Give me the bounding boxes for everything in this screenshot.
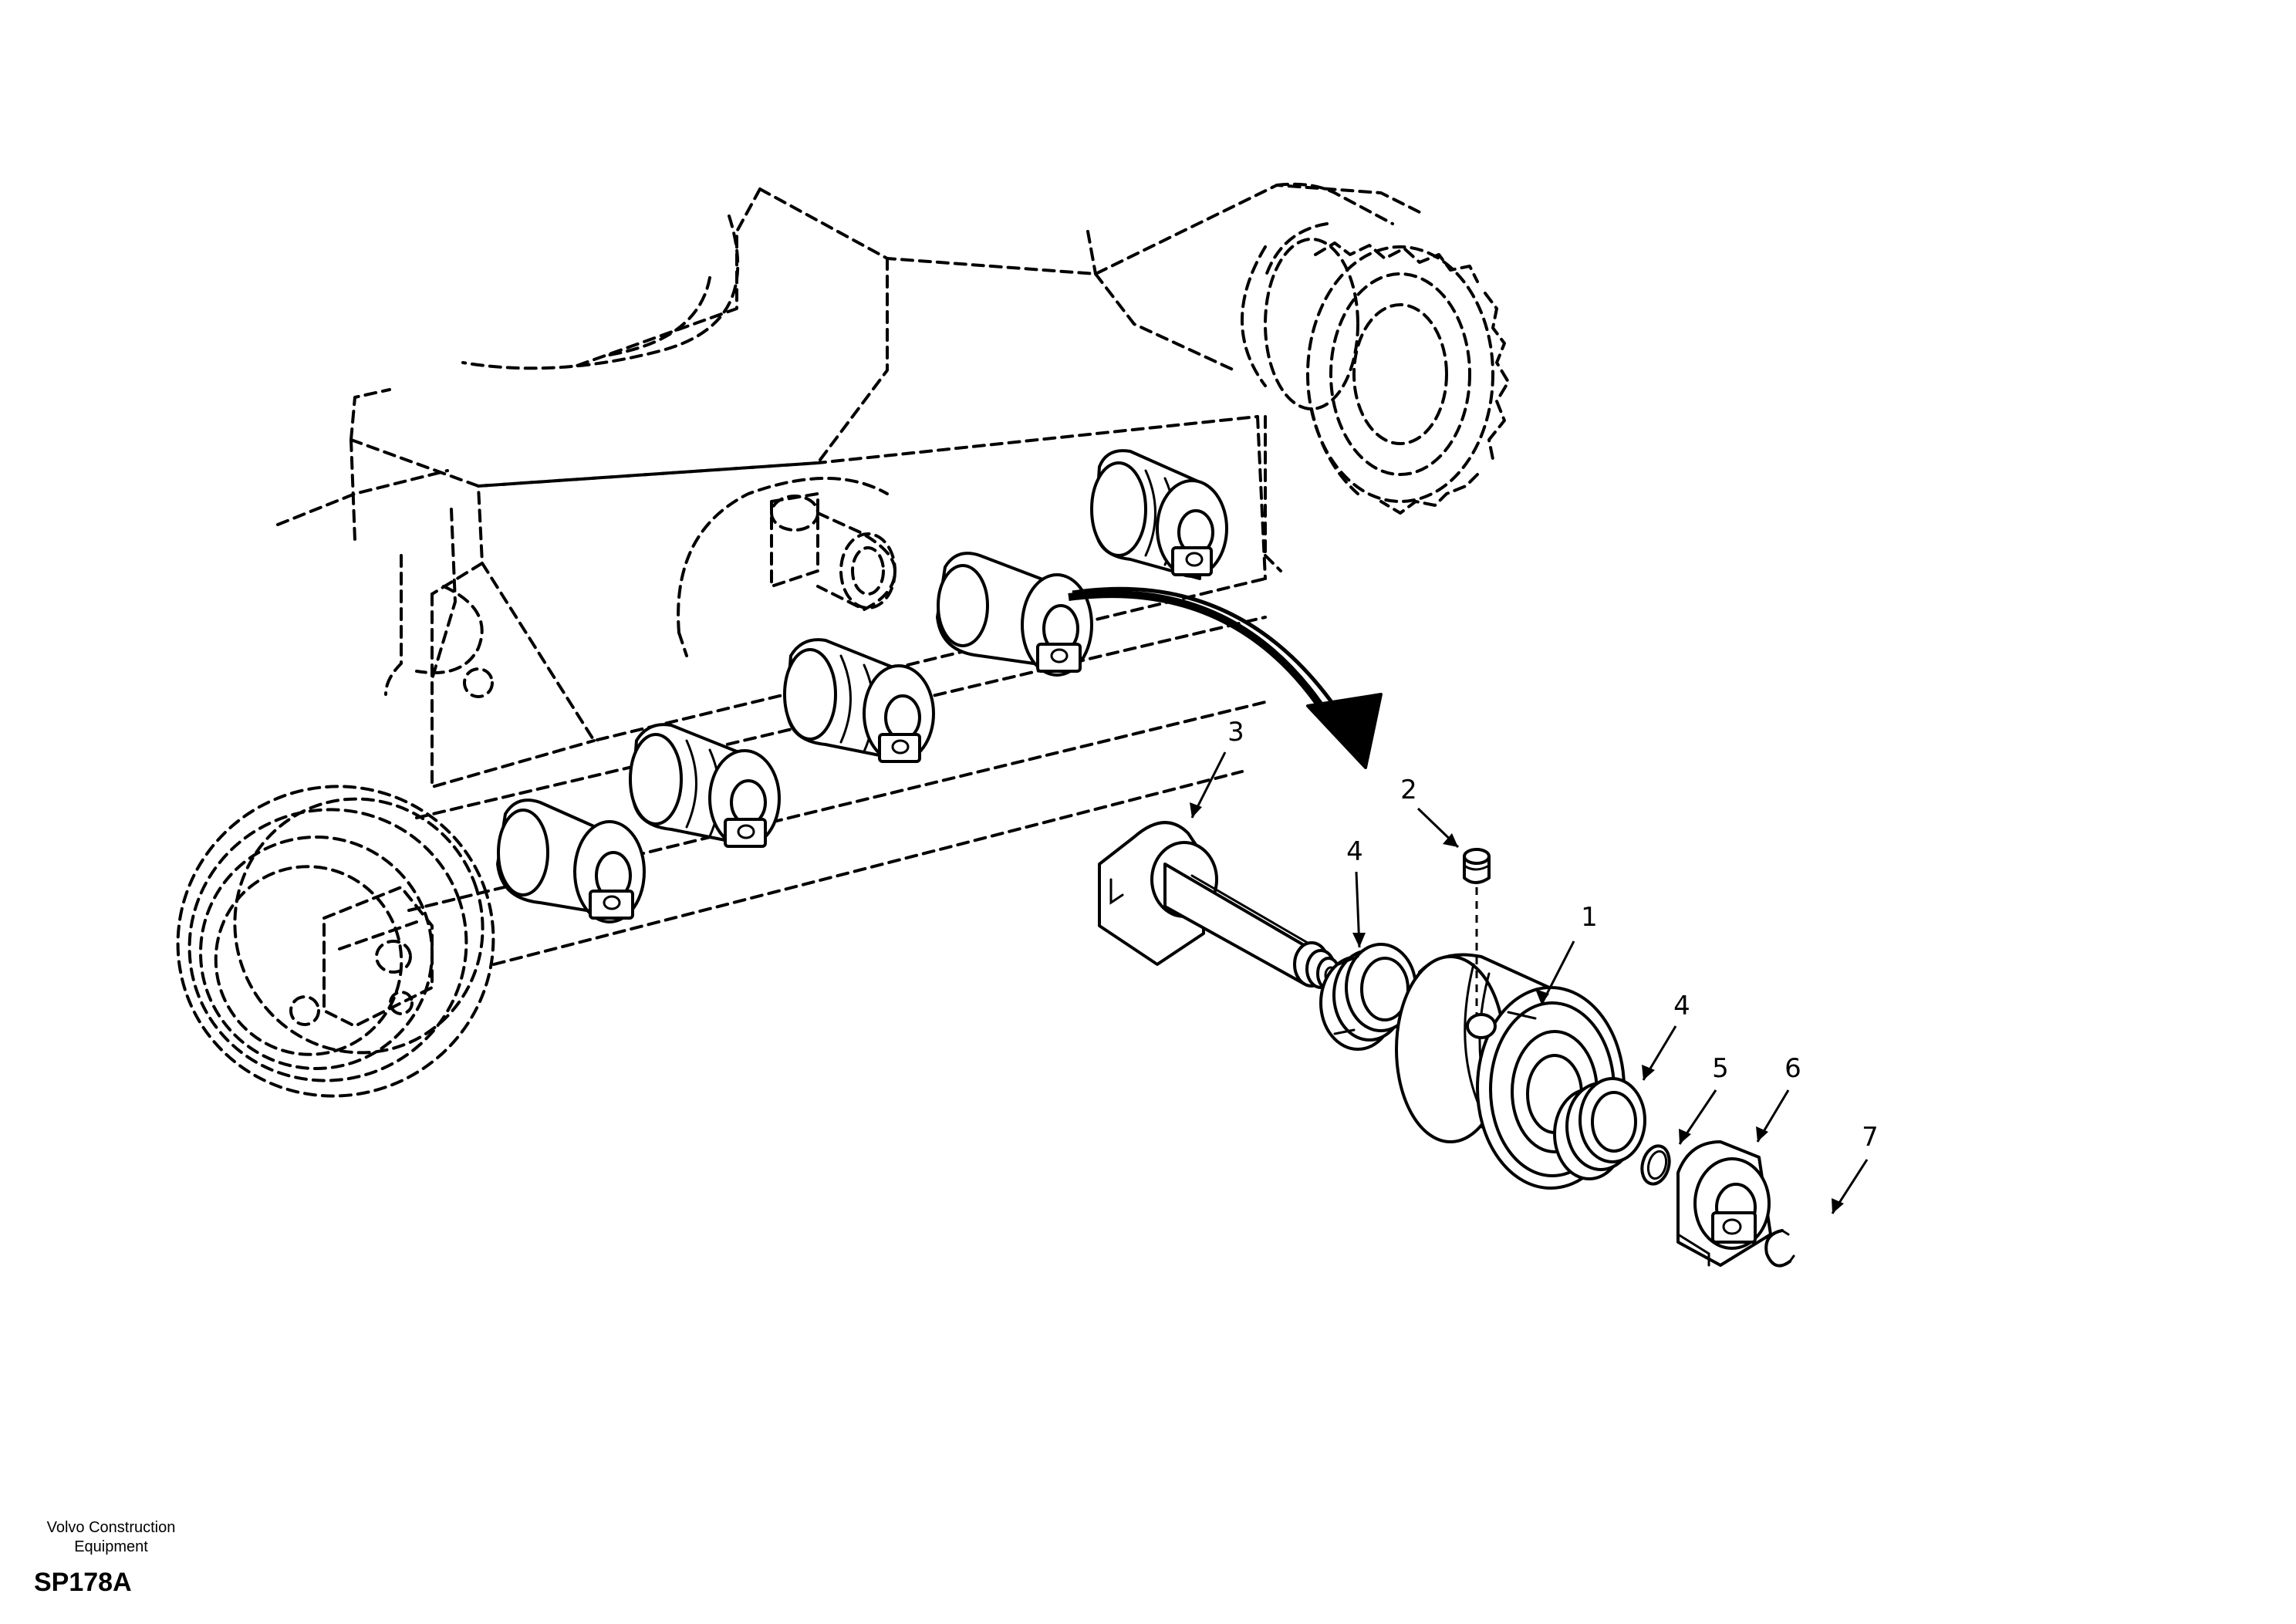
callout-7: 7 bbox=[1862, 1122, 1879, 1153]
part-4-seal-left bbox=[1319, 943, 1417, 1051]
part-5-o-ring bbox=[1640, 1144, 1671, 1186]
track-roller-upper bbox=[1090, 449, 1228, 580]
part-4-seal-right bbox=[1553, 1077, 1646, 1180]
exploded-view-arrow bbox=[1068, 586, 1383, 769]
part-6-end-bracket bbox=[1676, 1140, 1772, 1267]
figure-code: SP178A bbox=[34, 1568, 132, 1597]
callout-5: 5 bbox=[1712, 1053, 1729, 1084]
track-roller-carrier bbox=[936, 552, 1093, 677]
track-roller-front bbox=[496, 798, 646, 923]
callout-6: 6 bbox=[1784, 1053, 1801, 1084]
callout-leaders bbox=[1190, 751, 1869, 1214]
part-2-plug bbox=[1463, 848, 1491, 1015]
front-idler-outline bbox=[176, 785, 495, 1098]
track-frame-outline bbox=[276, 182, 1421, 966]
part-3-shaft-bracket bbox=[1098, 821, 1341, 991]
callout-4-left: 4 bbox=[1346, 836, 1363, 867]
callout-1: 1 bbox=[1581, 902, 1598, 933]
track-roller-lower bbox=[629, 723, 781, 848]
callout-3: 3 bbox=[1227, 717, 1244, 748]
manufacturer-credit: Volvo Construction Equipment bbox=[11, 1518, 211, 1557]
credit-line-2: Equipment bbox=[74, 1538, 148, 1555]
credit-line-1: Volvo Construction bbox=[46, 1519, 176, 1536]
callout-2: 2 bbox=[1400, 775, 1417, 805]
track-roller-middle bbox=[783, 638, 935, 763]
roller-socket-dashed bbox=[770, 492, 896, 611]
callout-4-right: 4 bbox=[1673, 991, 1690, 1021]
part-7-snap-ring bbox=[1764, 1229, 1795, 1268]
drive-sprocket-outline bbox=[1264, 222, 1510, 515]
